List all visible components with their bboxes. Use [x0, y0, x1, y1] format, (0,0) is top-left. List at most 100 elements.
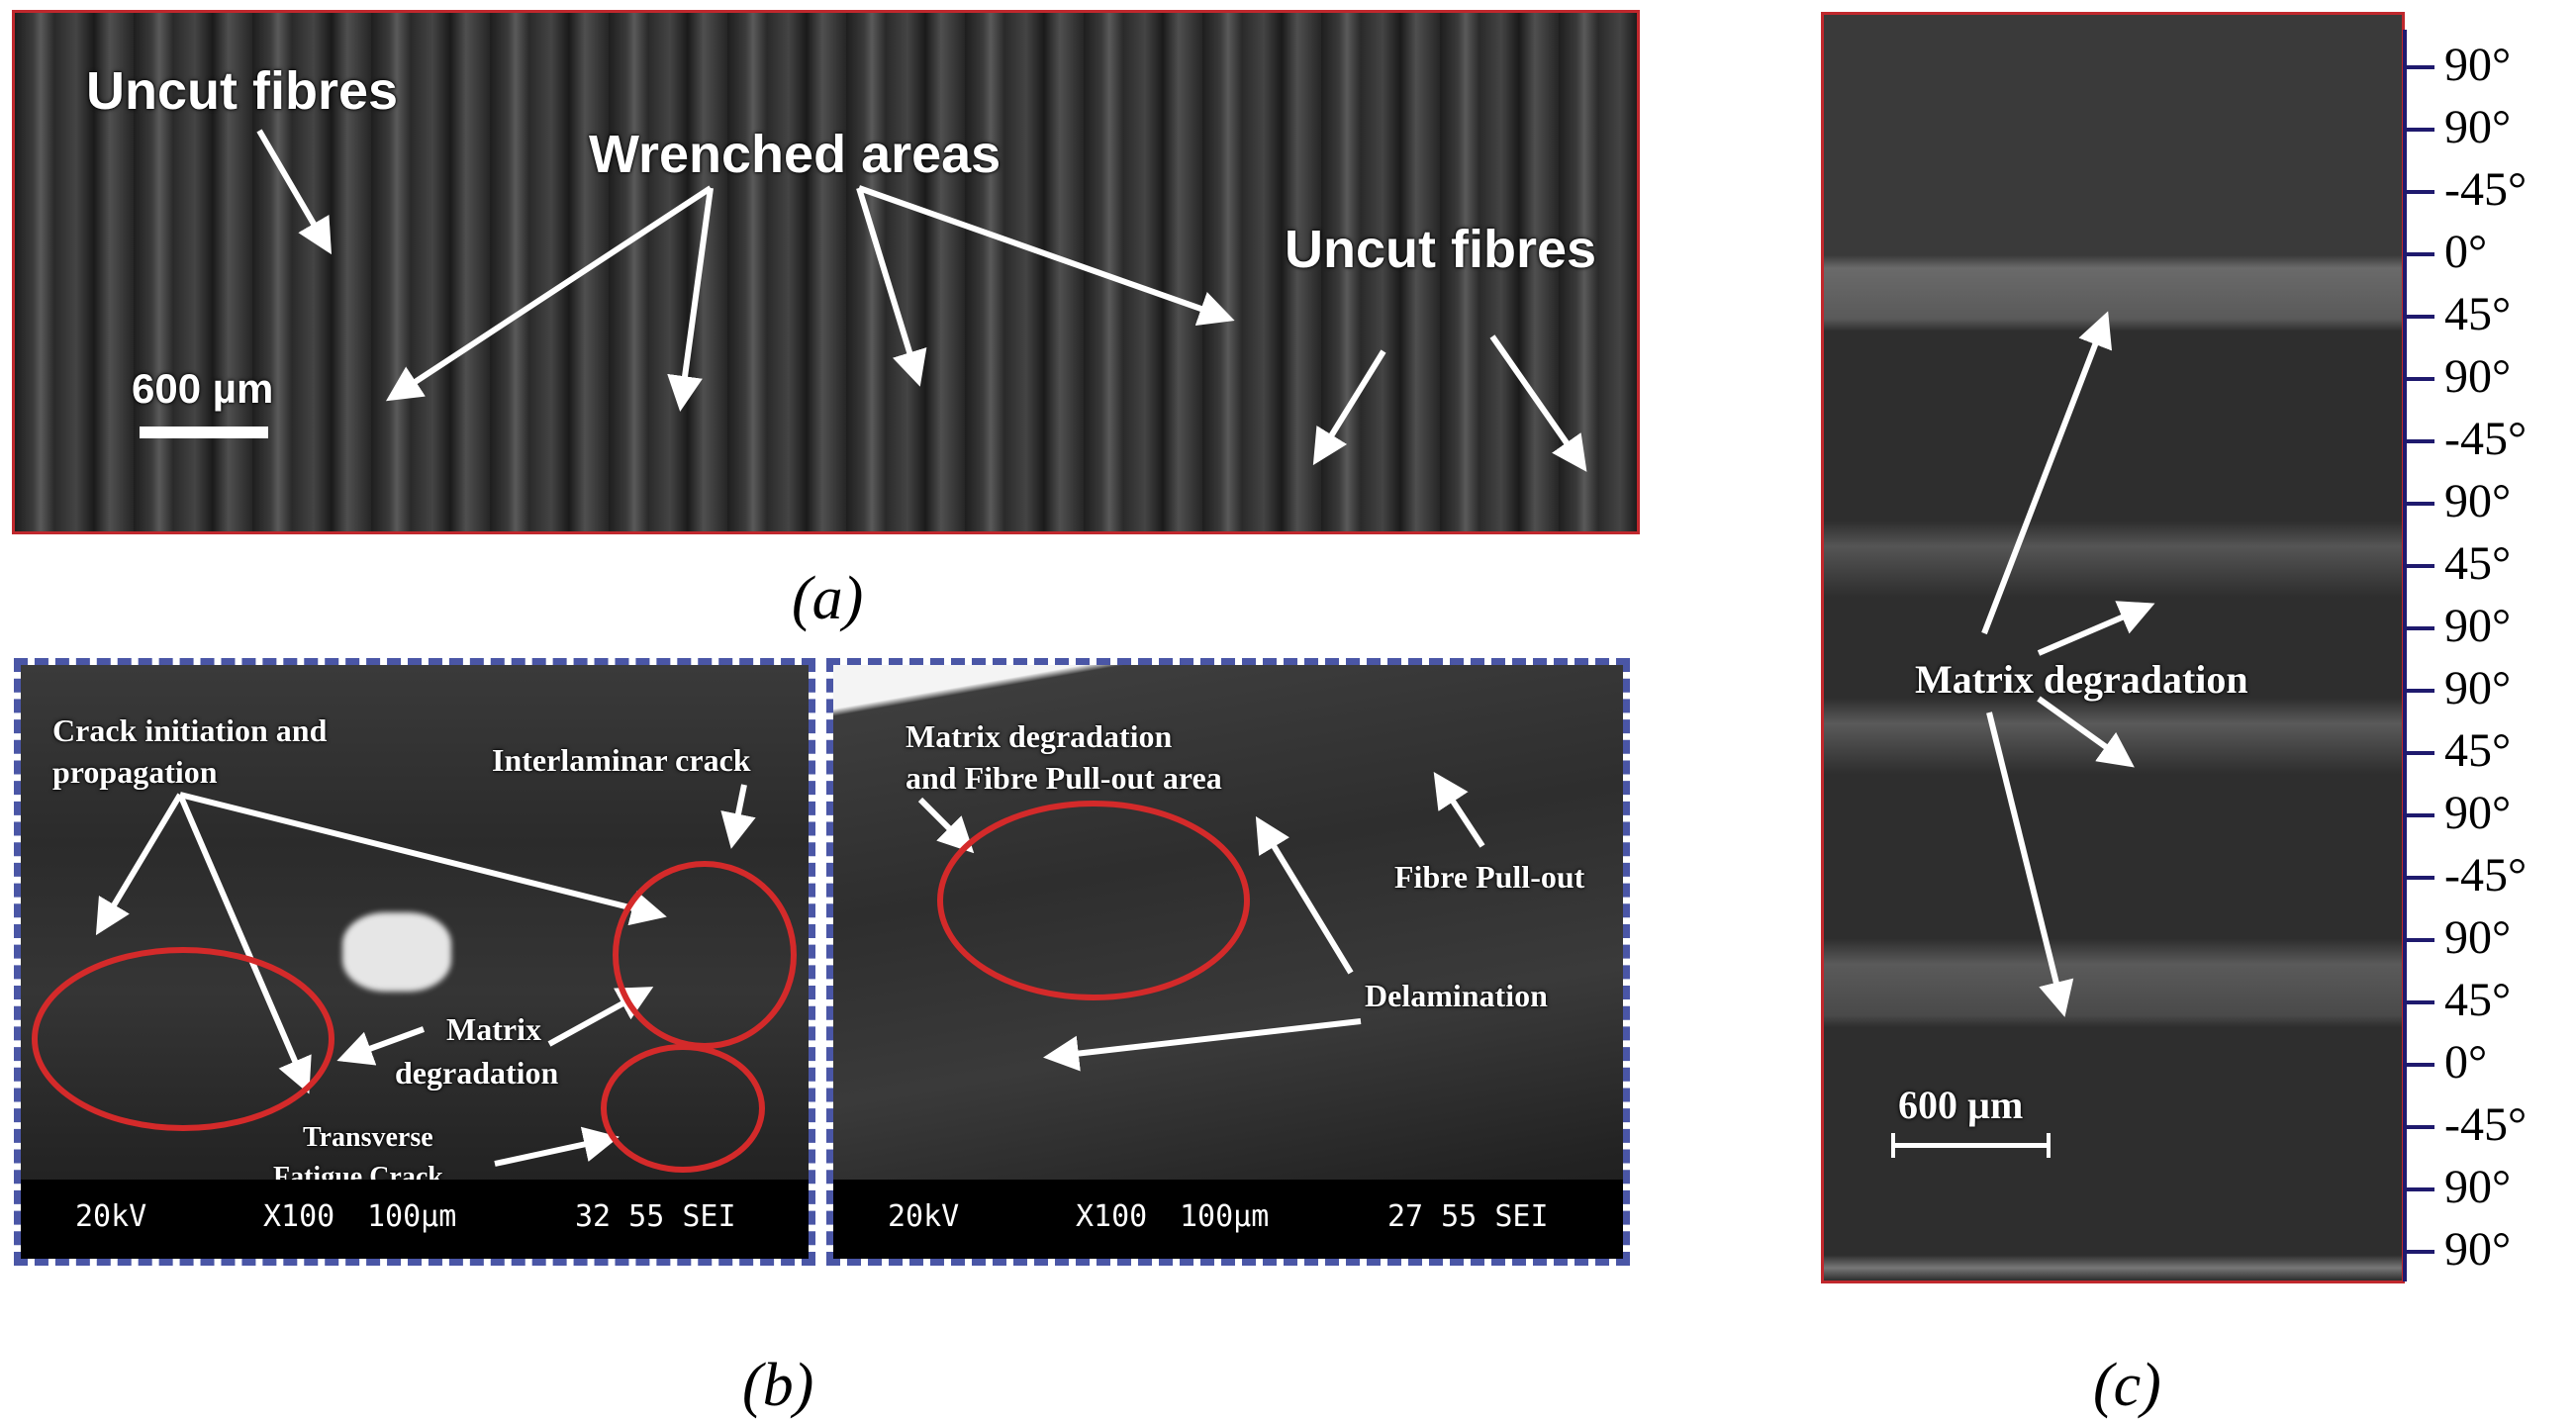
ply-tick [2405, 751, 2434, 755]
panel-a-micrograph: Uncut fibres Wrenched areas Uncut fibres… [12, 10, 1640, 534]
arrow-transverse [494, 1126, 620, 1167]
arrow-fibre-pullout [1433, 771, 1485, 848]
infobar-id: 32 55 SEI [575, 1199, 736, 1234]
panel-b-left-micrograph: Crack initiation and propagation Interla… [14, 658, 815, 1266]
label-delamination: Delamination [1365, 978, 1548, 1013]
ply-tick [2405, 689, 2434, 693]
arrow-crack-1 [95, 793, 183, 936]
arrow-delam-2 [1043, 1018, 1362, 1072]
scale-bar-c-end-left [1891, 1133, 1895, 1158]
label-wrenched-areas: Wrenched areas [589, 125, 1002, 184]
ply-angle-label: 90° [2444, 1223, 2512, 1276]
ply-angle-label: 90° [2444, 600, 2512, 652]
panel-b-right-sem-image [833, 665, 1623, 1259]
ply-tick [2405, 190, 2434, 194]
ply-angle-label: -45° [2444, 163, 2528, 216]
ply-tick [2405, 1063, 2434, 1067]
label-crack-initiation-line2: propagation [52, 754, 218, 790]
scale-bar-a [140, 427, 268, 438]
arrow-wrenched-3 [856, 187, 927, 387]
ply-angle-label: 90° [2444, 1161, 2512, 1213]
panel-c-micrograph: Matrix degradation 600 µm [1821, 12, 2405, 1283]
panel-a-sem-image [15, 13, 1637, 531]
ply-angle-label: -45° [2444, 1098, 2528, 1151]
arrow-matrix-c-2 [2037, 601, 2155, 656]
ply-angle-label: 90° [2444, 475, 2512, 527]
infobar-voltage: 20kV [888, 1199, 960, 1234]
ply-tick [2405, 626, 2434, 630]
ellipse-interlaminar-region [613, 861, 797, 1049]
ply-angle-label: 0° [2444, 1036, 2488, 1089]
ply-tick [2405, 315, 2434, 319]
ply-tick [2405, 439, 2434, 443]
scale-bar-label-c: 600 µm [1898, 1083, 2024, 1127]
ply-tick [2405, 1000, 2434, 1004]
arrow-interlaminar [720, 784, 756, 849]
arrow-matrix-c-3 [2037, 696, 2135, 768]
ply-tick [2405, 502, 2434, 506]
arrow-wrenched-2 [667, 187, 714, 412]
scale-bar-label-a: 600 µm [132, 365, 274, 412]
debris-white [342, 912, 451, 992]
label-matrix-degradation-c: Matrix degradation [1915, 657, 2248, 702]
label-matrix-pullout-line1: Matrix degradation [906, 718, 1173, 754]
ply-angle-label: 90° [2444, 39, 2512, 91]
ply-tick [2405, 252, 2434, 256]
caption-b: (b) [742, 1352, 814, 1419]
arrow-crack-2 [177, 793, 312, 1094]
ply-angle-label: -45° [2444, 413, 2528, 465]
infobar-id: 27 55 SEI [1387, 1199, 1549, 1234]
scale-bar-c-end-right [2047, 1133, 2051, 1158]
ply-tick [2405, 377, 2434, 381]
panel-b-right-micrograph: Matrix degradation and Fibre Pull-out ar… [826, 658, 1630, 1266]
arrow-uncut-right-1 [1312, 349, 1386, 466]
ply-angle-label: 45° [2444, 974, 2512, 1026]
ellipse-transverse-region [601, 1044, 765, 1173]
infobar-magnification: X100 [263, 1199, 335, 1234]
ply-tick [2405, 128, 2434, 132]
sem-infobar-right: 20kV X100 100µm 27 55 SEI [833, 1180, 1623, 1259]
arrow-wrenched-4 [858, 185, 1235, 326]
arrow-uncut-left [256, 129, 333, 255]
ply-angle-label: 90° [2444, 101, 2512, 153]
ply-angle-label: 45° [2444, 724, 2512, 777]
panel-c-sem-image [1824, 15, 2402, 1281]
ply-tick [2405, 65, 2434, 69]
label-fibre-pullout: Fibre Pull-out [1394, 859, 1585, 895]
arrow-delam-1 [1255, 815, 1354, 975]
ply-tick [2405, 1187, 2434, 1191]
label-interlaminar-crack: Interlaminar crack [492, 742, 751, 778]
ply-angle-label: 90° [2444, 662, 2512, 714]
infobar-scale: 100µm [1180, 1199, 1270, 1234]
arrow-matrix-pullout [917, 797, 975, 854]
ply-angle-label: -45° [2444, 849, 2528, 901]
label-matrix-pullout-line2: and Fibre Pull-out area [906, 760, 1222, 796]
ply-angle-label: 90° [2444, 787, 2512, 839]
ply-angle-label: 0° [2444, 226, 2488, 278]
arrow-matrix-c-4 [1986, 712, 2074, 1017]
sem-infobar-left: 20kV X100 100µm 32 55 SEI [21, 1180, 809, 1259]
arrow-uncut-right-2 [1489, 334, 1587, 472]
ply-tick [2405, 938, 2434, 942]
ply-tick [2405, 1125, 2434, 1129]
ply-tick [2405, 1250, 2434, 1254]
ply-angle-label: 45° [2444, 537, 2512, 590]
arrow-matrix-left [336, 1026, 426, 1066]
ply-tick [2405, 813, 2434, 817]
arrow-matrix-c-1 [1981, 311, 2113, 635]
arrow-crack-3 [179, 792, 667, 926]
ellipse-pullout-region [937, 801, 1250, 1000]
ply-tick [2405, 876, 2434, 880]
infobar-voltage: 20kV [75, 1199, 147, 1234]
ply-tick [2405, 564, 2434, 568]
caption-c: (c) [2093, 1352, 2161, 1419]
label-matrix-line1: Matrix [446, 1011, 541, 1047]
label-uncut-fibres-left: Uncut fibres [86, 61, 399, 121]
arrow-matrix-right [547, 987, 654, 1047]
arrow-wrenched-1 [385, 185, 713, 402]
label-uncut-fibres-right: Uncut fibres [1285, 220, 1597, 279]
label-transverse-line1: Transverse [303, 1122, 433, 1153]
ellipse-crack-region [32, 947, 334, 1131]
ply-scale-line [2403, 30, 2407, 1281]
